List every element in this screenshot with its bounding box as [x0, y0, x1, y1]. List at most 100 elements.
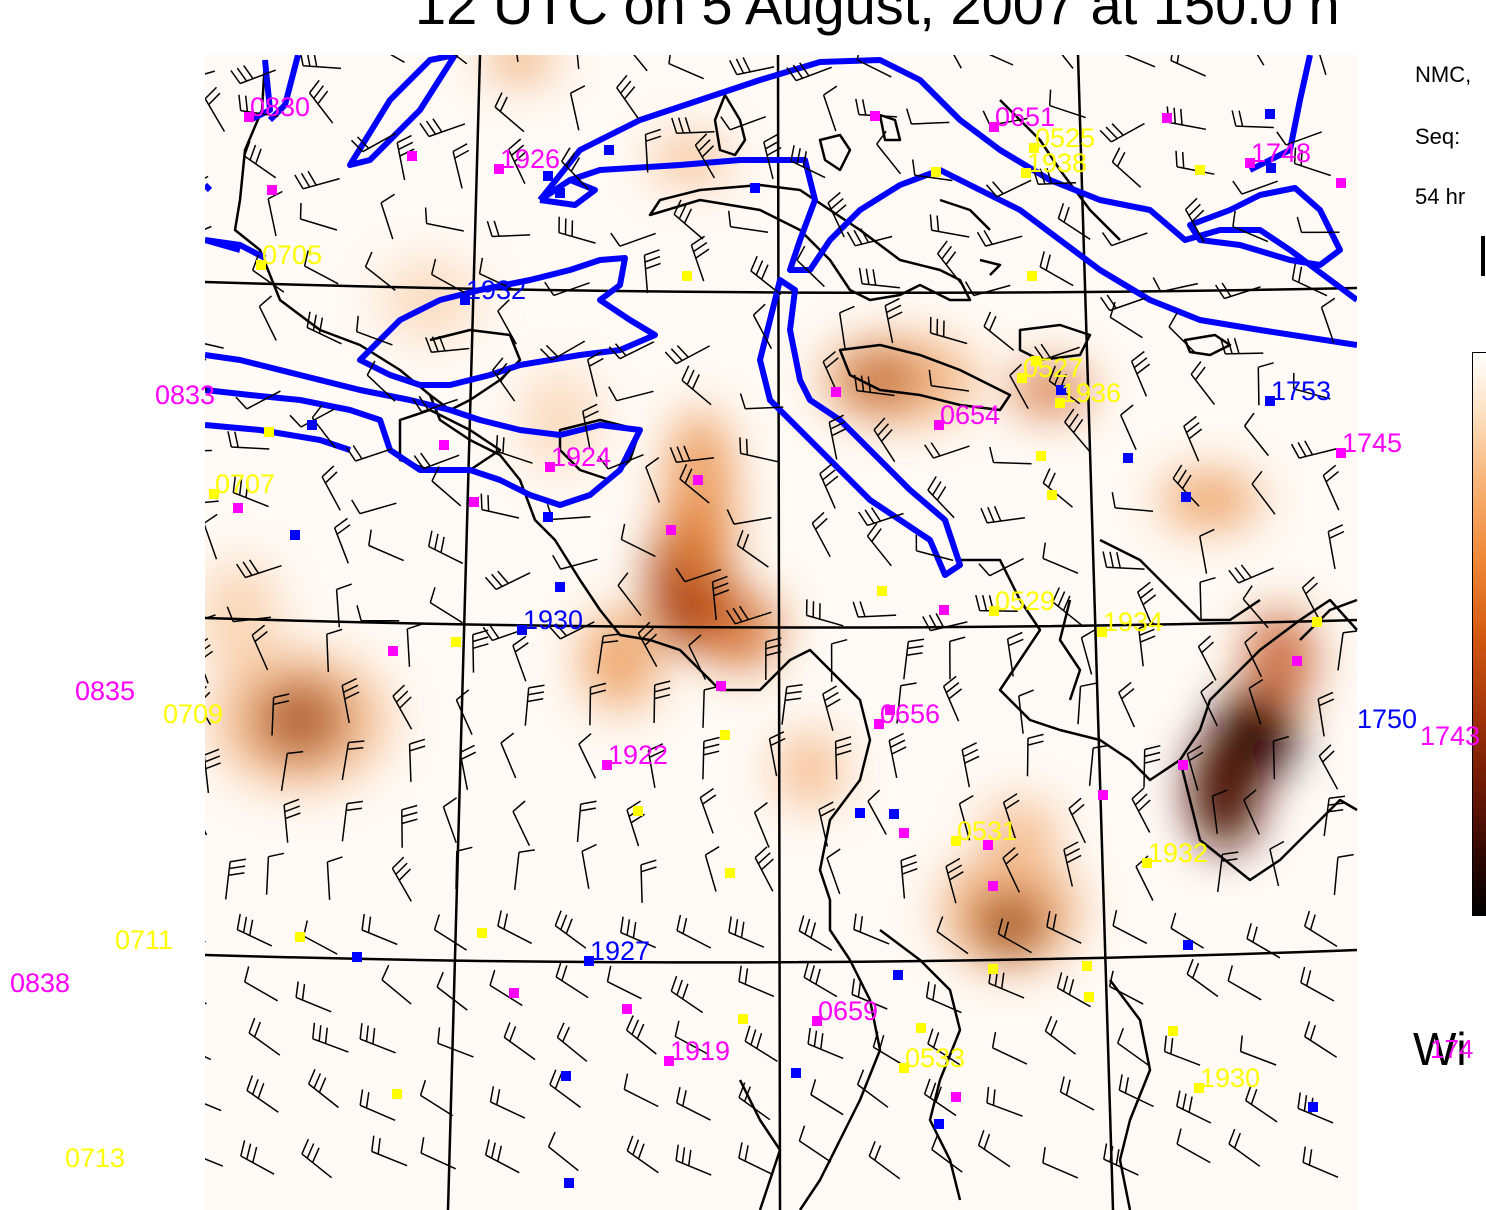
station-marker — [889, 809, 899, 819]
wind-barb — [1152, 277, 1198, 293]
wind-barb — [1168, 312, 1197, 355]
station-label: 0709 — [163, 699, 224, 729]
wind-barb — [1111, 147, 1142, 188]
station-marker — [1181, 492, 1191, 502]
station-label: 1934 — [1103, 607, 1164, 637]
station-label: 1919 — [670, 1036, 731, 1066]
wind-barb — [617, 572, 642, 617]
wind-barb — [866, 522, 892, 567]
wind-barb — [681, 365, 712, 406]
wind-barb — [1276, 131, 1322, 146]
wind-barb — [673, 199, 704, 240]
wind-barb — [205, 1002, 207, 1005]
station-marker — [988, 964, 998, 974]
wind-barb — [798, 915, 833, 952]
wind-barb — [401, 804, 418, 848]
colorbar-marker — [1481, 236, 1485, 276]
wind-barb — [295, 981, 332, 1013]
wind-barb — [371, 1135, 408, 1167]
wind-barb — [1101, 232, 1148, 247]
wind-barb — [581, 843, 597, 889]
wind-barb — [205, 286, 206, 288]
wind-barb — [927, 1028, 961, 1066]
wind-barb — [326, 628, 343, 673]
wind-barb — [1056, 972, 1091, 1008]
station-marker — [517, 625, 527, 635]
wind-barb — [1103, 1143, 1139, 1176]
wind-barb — [690, 235, 710, 282]
wind-barb — [306, 311, 342, 345]
wind-barb — [931, 1134, 963, 1173]
station-marker — [1029, 143, 1039, 153]
wind-barb — [308, 79, 334, 124]
station-marker — [874, 719, 884, 729]
wind-barb — [359, 1023, 396, 1054]
wind-barb — [738, 1082, 771, 1121]
station-marker — [831, 387, 841, 397]
station-marker — [1183, 940, 1193, 950]
station-marker — [870, 111, 880, 121]
wind-barb — [236, 913, 273, 947]
wind-barb — [964, 281, 1011, 297]
wind-barb — [455, 689, 473, 735]
wind-barb — [643, 249, 661, 294]
wind-barb — [856, 55, 892, 78]
wind-barb — [555, 961, 589, 999]
station-marker — [1168, 1026, 1178, 1036]
contour-lines — [205, 55, 1357, 578]
station-marker — [543, 512, 553, 522]
station-marker — [392, 1089, 402, 1099]
wind-barbs — [205, 55, 1357, 1180]
station-label: 1938 — [1027, 148, 1088, 178]
wind-barb — [853, 913, 890, 945]
wind-barb — [1018, 689, 1034, 734]
station-marker — [916, 1023, 926, 1033]
wind-barb — [524, 684, 545, 726]
wind-barb — [1184, 197, 1205, 243]
station-marker — [622, 1004, 632, 1014]
station-label: 1743 — [1420, 721, 1481, 751]
wind-barb — [1239, 1035, 1277, 1066]
wind-barb — [308, 1069, 339, 1109]
wind-barb — [851, 978, 888, 1010]
wind-barb — [1211, 789, 1228, 834]
station-marker — [555, 582, 565, 592]
wind-barb — [790, 145, 826, 179]
station-markers — [209, 109, 1346, 1188]
wind-barb — [301, 1138, 333, 1179]
wind-barb — [1322, 464, 1340, 511]
wind-barb — [1068, 797, 1086, 844]
wind-barb — [539, 340, 586, 361]
wind-barb — [753, 802, 770, 848]
wind-barb — [230, 65, 277, 85]
station-marker — [939, 605, 949, 615]
station-label: 0833 — [155, 380, 216, 410]
wind-barb — [1256, 55, 1265, 66]
wind-barb — [1190, 361, 1215, 405]
wind-barb — [459, 744, 477, 790]
wind-barb — [852, 601, 897, 618]
wind-barb — [644, 128, 662, 173]
wind-barb — [796, 245, 825, 288]
wind-barb — [1257, 362, 1274, 406]
wind-barb — [819, 463, 839, 509]
station-marker — [451, 637, 461, 647]
wind-barb — [1228, 1128, 1261, 1167]
station-marker — [1056, 385, 1066, 395]
wind-barb — [554, 910, 587, 949]
wind-barb — [429, 587, 463, 624]
wind-barb — [1303, 1021, 1338, 1058]
wind-barb — [500, 732, 517, 779]
wind-barb — [341, 800, 364, 842]
wind-barb — [736, 529, 769, 568]
station-label: 0525 — [1035, 123, 1096, 153]
wind-barb — [694, 133, 716, 179]
wind-barb — [390, 55, 405, 64]
wind-barb — [271, 693, 290, 736]
wind-barb — [1242, 585, 1269, 629]
wind-barb — [626, 800, 646, 847]
station-marker — [725, 868, 735, 878]
wind-barb — [1077, 682, 1097, 725]
wind-barb — [669, 445, 715, 463]
